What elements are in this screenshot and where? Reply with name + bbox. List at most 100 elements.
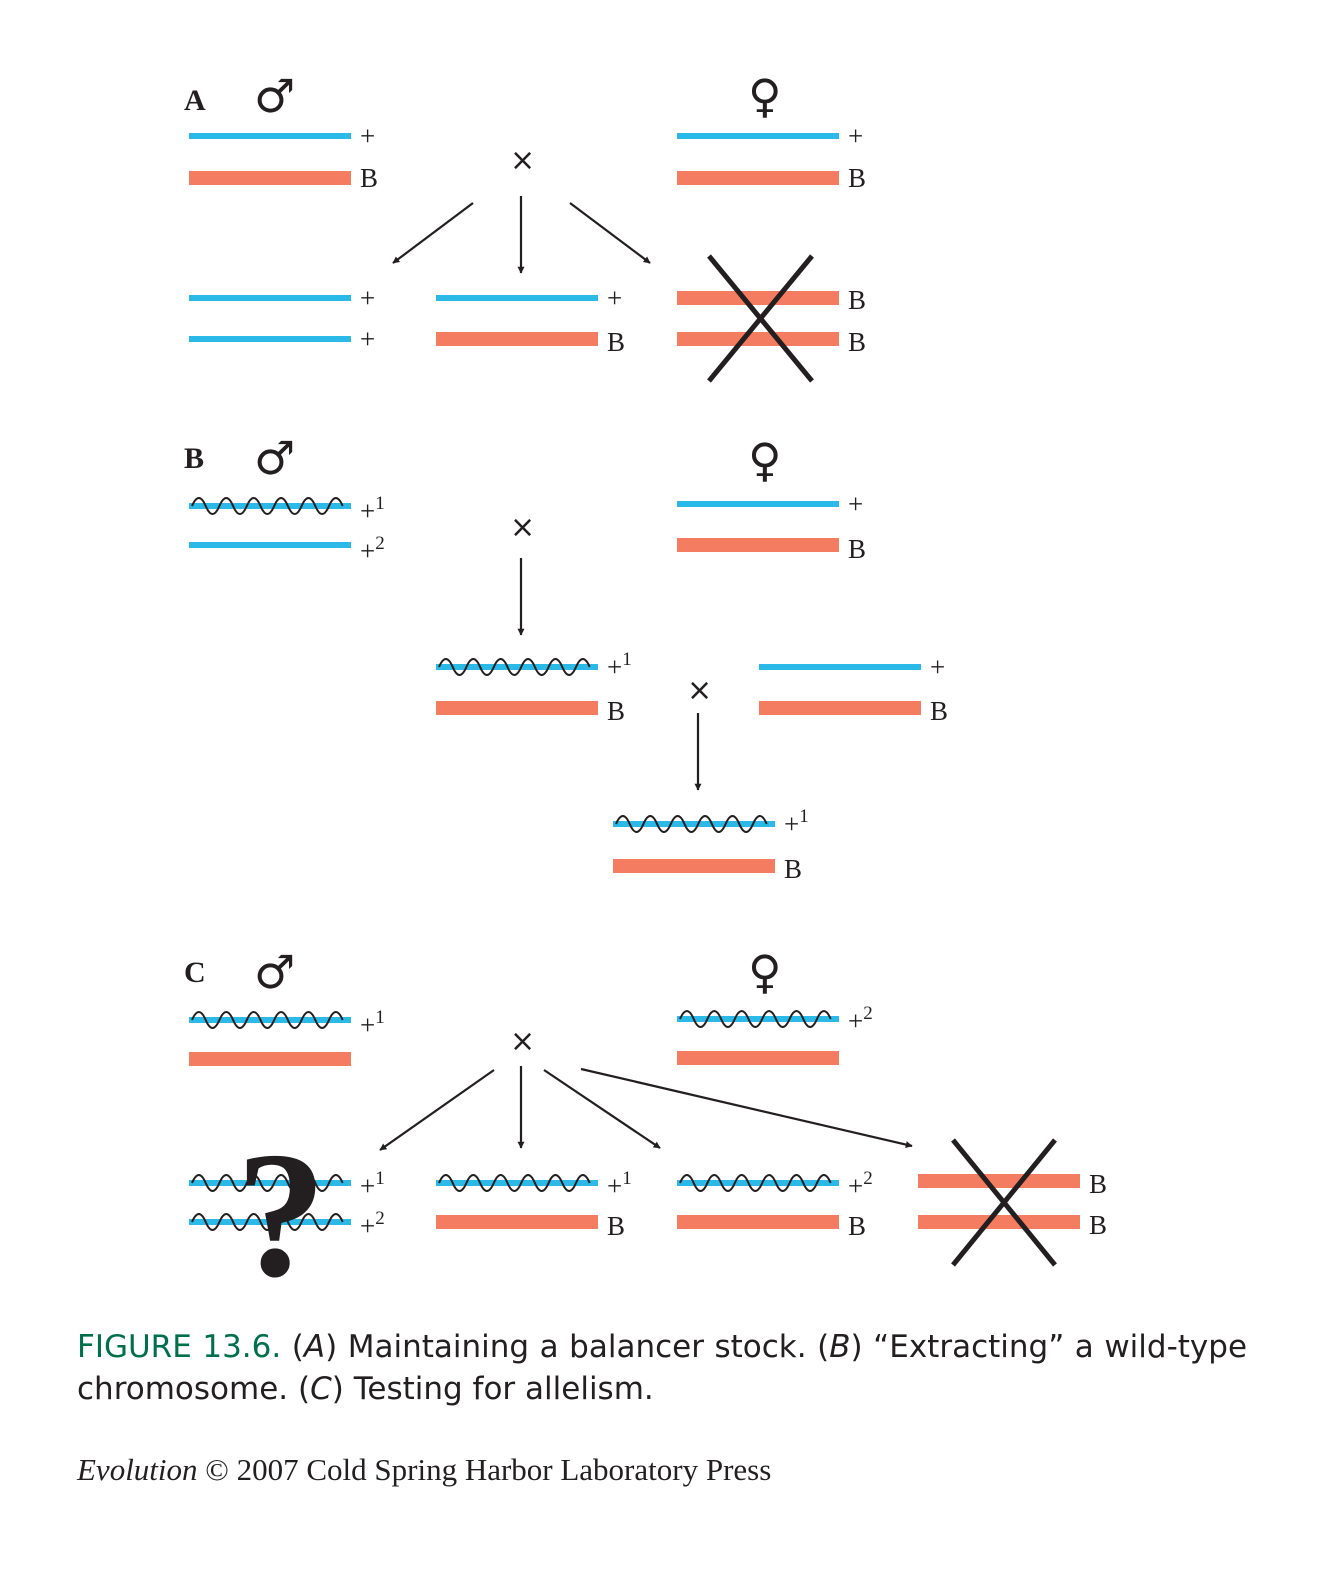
panel-c-label: C <box>184 956 206 989</box>
credit-title: Evolution <box>77 1452 198 1487</box>
plus-allele-label: + <box>360 121 375 151</box>
plus-allele-label: + <box>930 652 945 682</box>
balancer-allele-label: B <box>848 163 866 193</box>
allele-superscript-1: 1 <box>375 1007 385 1028</box>
wild-type-chromosome <box>677 1180 839 1186</box>
wavy-chromosome-marker <box>191 1174 344 1192</box>
balancer-chromosome <box>677 538 839 552</box>
panel-a-label: A <box>184 84 206 117</box>
wavy-chromosome-marker <box>191 1213 344 1231</box>
plus-allele-label: +1 <box>607 649 632 682</box>
cross-arrow <box>580 1067 913 1148</box>
male-symbol-icon: ♂ <box>254 431 295 485</box>
credit-text: © 2007 Cold Spring Harbor Laboratory Pre… <box>197 1452 772 1487</box>
allele-superscript-2: 2 <box>863 1168 873 1189</box>
caption-letter-a: A <box>303 1329 326 1365</box>
wild-type-chromosome <box>189 503 351 509</box>
wild-type-chromosome <box>436 295 598 301</box>
wild-type-chromosome <box>189 336 351 342</box>
cross-arrow <box>392 202 474 264</box>
question-mark-icon: ? <box>236 1115 326 1314</box>
female-symbol-icon: ♀ <box>748 69 782 123</box>
wild-type-chromosome <box>677 133 839 139</box>
allele-superscript-2: 2 <box>375 533 385 554</box>
allele-superscript-1: 1 <box>375 493 385 514</box>
wild-type-chromosome <box>677 501 839 507</box>
balancer-chromosome <box>677 291 839 305</box>
balancer-allele-label: B <box>360 163 378 193</box>
male-symbol-icon: ♂ <box>254 69 295 123</box>
balancer-chromosome <box>436 701 598 715</box>
plus-sign: + <box>360 496 375 526</box>
caption-text-a: Maintaining a balancer stock. <box>337 1329 807 1365</box>
cross-arrow <box>379 1069 495 1151</box>
balancer-chromosome <box>613 859 775 873</box>
wavy-chromosome-marker <box>615 815 768 833</box>
wild-type-chromosome <box>189 295 351 301</box>
balancer-chromosome <box>436 332 598 346</box>
balancer-allele-label: B <box>848 327 866 357</box>
caption-text-b: “Extracting” a wild-type <box>862 1329 1248 1365</box>
plus-sign: + <box>784 809 799 839</box>
lethal-x-icon <box>707 254 814 383</box>
balancer-chromosome <box>918 1174 1080 1188</box>
balancer-allele-label: B <box>607 696 625 726</box>
plus-sign: + <box>360 1211 375 1241</box>
plus-allele-label: + <box>360 283 375 313</box>
female-symbol-icon: ♀ <box>748 945 782 999</box>
balancer-allele-label: B <box>930 696 948 726</box>
plus-allele-label: +2 <box>848 1003 873 1036</box>
wild-type-chromosome <box>436 1180 598 1186</box>
balancer-chromosome <box>189 171 351 185</box>
balancer-chromosome <box>677 1215 839 1229</box>
plus-sign: + <box>607 1171 622 1201</box>
allele-superscript-1: 1 <box>622 649 632 670</box>
wavy-chromosome-marker <box>679 1174 832 1192</box>
balancer-chromosome <box>677 332 839 346</box>
plus-sign: + <box>848 1006 863 1036</box>
plus-allele-label: +1 <box>607 1168 632 1201</box>
wild-type-chromosome <box>189 1180 351 1186</box>
wild-type-chromosome <box>189 542 351 548</box>
wavy-chromosome-marker <box>438 1174 591 1192</box>
balancer-chromosome <box>918 1215 1080 1229</box>
cross-symbol-icon: × <box>510 143 535 178</box>
cross-symbol-icon: × <box>687 673 712 708</box>
plus-sign: + <box>360 1010 375 1040</box>
wild-type-chromosome <box>189 1219 351 1225</box>
figure-label: FIGURE 13.6. <box>77 1329 282 1365</box>
allele-superscript-1: 1 <box>622 1168 632 1189</box>
balancer-chromosome <box>436 1215 598 1229</box>
caption-letter-c: C <box>310 1371 332 1407</box>
plus-allele-label: + <box>848 489 863 519</box>
allele-superscript-1: 1 <box>799 806 809 827</box>
plus-sign: + <box>360 536 375 566</box>
balancer-chromosome <box>677 1051 839 1065</box>
cross-arrow <box>543 1069 661 1149</box>
cross-symbol-icon: × <box>510 1024 535 1059</box>
cross-arrow <box>569 202 651 264</box>
caption-text-c: Testing for allelism. <box>343 1371 654 1407</box>
plus-sign: + <box>360 1171 375 1201</box>
wild-type-chromosome <box>189 1017 351 1023</box>
plus-allele-label: +2 <box>848 1168 873 1201</box>
plus-allele-label: +1 <box>360 493 385 526</box>
wavy-chromosome-marker <box>438 658 591 676</box>
balancer-allele-label: B <box>848 534 866 564</box>
plus-sign: + <box>607 652 622 682</box>
allele-superscript-2: 2 <box>375 1208 385 1229</box>
wild-type-chromosome <box>613 821 775 827</box>
wavy-chromosome-marker <box>679 1010 832 1028</box>
balancer-allele-label: B <box>848 1211 866 1241</box>
balancer-allele-label: B <box>607 327 625 357</box>
panel-b-label: B <box>184 442 204 475</box>
plus-allele-label: +1 <box>360 1007 385 1040</box>
plus-allele-label: +1 <box>784 806 809 839</box>
caption-letter-b: B <box>829 1329 851 1365</box>
wild-type-chromosome <box>189 133 351 139</box>
wavy-chromosome-marker <box>191 1011 344 1029</box>
male-symbol-icon: ♂ <box>254 945 295 999</box>
allele-superscript-1: 1 <box>375 1168 385 1189</box>
balancer-allele-label: B <box>848 285 866 315</box>
balancer-allele-label: B <box>607 1211 625 1241</box>
